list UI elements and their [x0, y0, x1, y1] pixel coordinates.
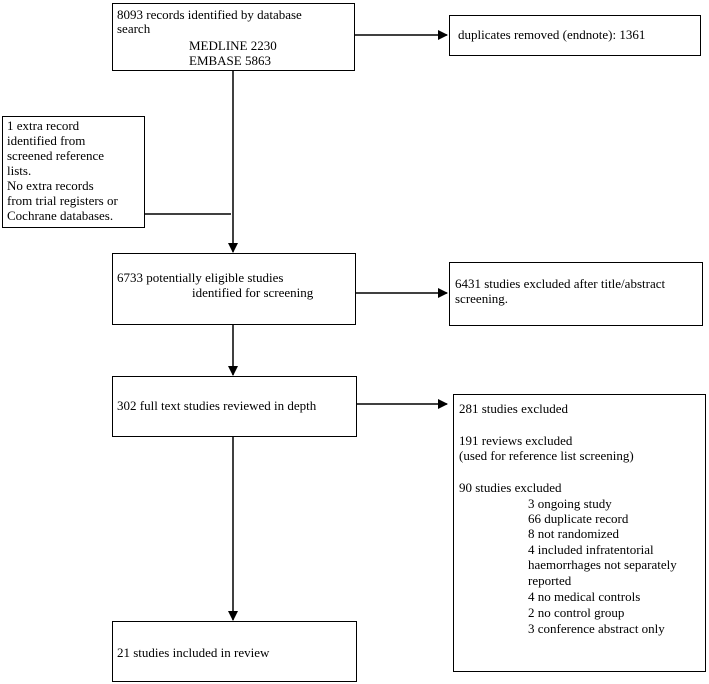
exclusion-reason: 2 no control group [528, 605, 625, 620]
included-studies-box: 21 studies included in review [112, 621, 357, 682]
exclusion-reason: 3 conference abstract only [528, 621, 665, 636]
duplicates-removed-text: duplicates removed (endnote): 1361 [458, 27, 646, 42]
records-identified-line1: 8093 records identified by database [117, 7, 302, 22]
records-identified-box: 8093 records identified by database sear… [112, 3, 355, 71]
eligible-studies-box: 6733 potentially eligible studies identi… [112, 253, 356, 325]
excluded-title-line2: screening. [455, 291, 509, 306]
exclusion-reason: haemorrhages not separately [528, 557, 677, 572]
extra-records-box: 1 extra record identified from screened … [2, 116, 145, 228]
exclusion-reason: 4 included infratentorial [528, 542, 654, 557]
extra-line: 1 extra record [7, 118, 80, 133]
extra-line: screened reference [7, 148, 105, 163]
included-studies-text: 21 studies included in review [117, 645, 270, 660]
reviews-excluded: 191 reviews excluded [459, 433, 573, 448]
embase-count: EMBASE 5863 [189, 53, 271, 68]
extra-line: identified from [7, 133, 86, 148]
extra-line: lists. [7, 163, 32, 178]
exclusion-reason: 8 not randomized [528, 526, 619, 541]
exclusion-reason: 66 duplicate record [528, 511, 629, 526]
studies-excluded: 90 studies excluded [459, 480, 562, 495]
duplicates-removed-box: duplicates removed (endnote): 1361 [449, 15, 701, 56]
exclusion-reason: reported [528, 573, 572, 588]
eligible-line1: 6733 potentially eligible studies [117, 270, 284, 285]
exclusion-reason: 4 no medical controls [528, 589, 641, 604]
eligible-line2: identified for screening [192, 285, 314, 300]
excluded-header: 281 studies excluded [459, 401, 569, 416]
exclusion-reason: 3 ongoing study [528, 496, 612, 511]
medline-count: MEDLINE 2230 [189, 38, 277, 53]
full-text-review-text: 302 full text studies reviewed in depth [117, 398, 317, 413]
extra-line: No extra records [7, 178, 94, 193]
records-identified-line2: search [117, 21, 151, 36]
reviews-excluded-note: (used for reference list screening) [459, 448, 634, 463]
full-text-review-box: 302 full text studies reviewed in depth [112, 376, 357, 437]
extra-line: from trial registers or [7, 193, 118, 208]
excluded-title-abstract-box: 6431 studies excluded after title/abstra… [449, 262, 703, 326]
excluded-title-line1: 6431 studies excluded after title/abstra… [455, 276, 666, 291]
extra-line: Cochrane databases. [7, 208, 114, 223]
excluded-full-text-box: 281 studies excluded 191 reviews exclude… [453, 394, 706, 672]
